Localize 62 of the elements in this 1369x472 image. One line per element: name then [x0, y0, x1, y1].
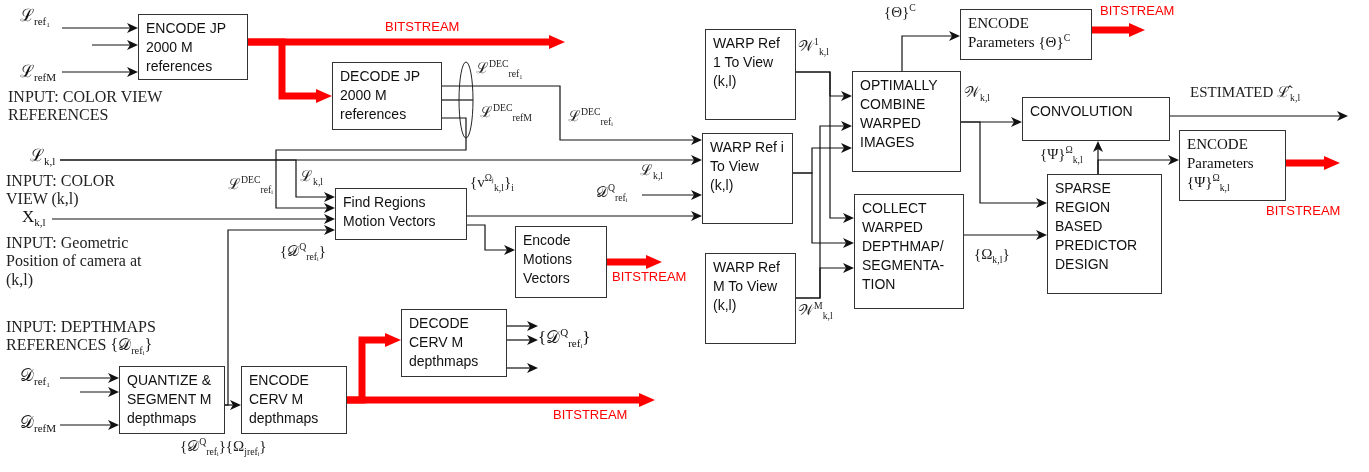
- edge-label: {Θ}$^{C}$: [884, 4, 916, 22]
- edge-label: 𝒲$_{k,l}$: [964, 84, 991, 102]
- process-box: ENCODE JP 2000 M references: [138, 14, 248, 80]
- process-box: WARP Ref M To View (k,l): [705, 253, 796, 344]
- arrow: [61, 67, 138, 77]
- process-box: DECODE JP 2000 M references: [332, 62, 442, 130]
- arrow: [1097, 155, 1179, 175]
- arrow: [91, 40, 138, 50]
- thick-arrow: [248, 38, 332, 103]
- edge-label: ℒ$_{k,l}$: [640, 162, 664, 180]
- arrow: [59, 159, 335, 202]
- arrow: [275, 117, 467, 213]
- arrow: [59, 373, 119, 383]
- arrow: [59, 420, 119, 430]
- process-box: ENCODE Parameters {Θ}$^{C}$: [960, 9, 1092, 60]
- edge-label: {Ω$_{k,l}$}: [974, 246, 1010, 264]
- arrow: [506, 321, 538, 331]
- process-box: CONVOLUTION: [1022, 97, 1170, 141]
- arrow: [466, 224, 515, 255]
- process-box: WARP Ref 1 To View (k,l): [705, 29, 796, 120]
- thick-arrow: [607, 255, 662, 269]
- process-box: SPARSE REGION BASED PREDICTOR DESIGN: [1047, 174, 1162, 294]
- arrow: [51, 214, 335, 224]
- arrow: [963, 230, 1047, 240]
- arrow: [61, 23, 138, 33]
- arrow: [960, 121, 1047, 208]
- input-symbol: ℒ$_{refM}$: [20, 62, 62, 84]
- edge-label: {𝒟$^{Q}$$_{refᵢ}$}: [280, 243, 326, 261]
- arrow: [224, 400, 241, 410]
- arrow: [792, 172, 854, 248]
- process-box: WARP Ref i To View (k,l): [702, 133, 793, 224]
- arrow: [1169, 111, 1348, 121]
- edge-label: {v$^{Ωⱼ}$$_{k,l}$}$_{i}$: [470, 174, 514, 192]
- process-box: Encode Motions Vectors: [515, 226, 607, 298]
- arrow: [506, 335, 538, 345]
- arrow: [466, 211, 702, 221]
- arrow: [441, 85, 702, 145]
- process-box: COLLECT WARPED DEPTHMAP/ SEGMENTA-TION: [854, 194, 964, 309]
- input-symbol: 𝒟$_{refM}$: [20, 413, 60, 439]
- edge-label: ESTIMATED ℒ̂$_{k,l}$: [1190, 84, 1301, 102]
- arrow: [901, 31, 960, 72]
- arrow: [79, 387, 119, 397]
- arrow: [795, 263, 854, 299]
- process-box: Find Regions Motion Vectors: [335, 188, 467, 240]
- process-box: DECODE CERV M depthmaps: [401, 309, 507, 377]
- arrow: [795, 71, 854, 223]
- input-symbol: ℒ$_{k,l}$: [30, 146, 60, 168]
- process-box: QUANTIZE & SEGMENT M depthmaps: [119, 366, 225, 434]
- input-symbol: X$_{k,l}$: [22, 207, 52, 231]
- input-symbol: 𝒟$_{ref₁}$: [20, 366, 60, 392]
- edge-label: ℒ$_{k,l}$: [300, 168, 324, 186]
- thick-arrow: [347, 333, 401, 404]
- input-symbol: {𝒟$^{Q}$$_{refᵢ}$}: [538, 320, 600, 374]
- thick-arrow: [1286, 156, 1340, 170]
- arrow: [506, 363, 538, 373]
- input-symbol: ℒ$_{ref₁}$: [20, 6, 62, 28]
- thick-arrow: [1092, 23, 1145, 37]
- process-box: OPTIMALLY COMBINE WARPED IMAGES: [852, 71, 961, 172]
- process-box: ENCODE CERV M depthmaps: [241, 366, 347, 434]
- arrow: [641, 190, 702, 200]
- text-label: {𝒟$^{Q}$$_{refᵢ}$}{Ω$_{jrefᵢ}$}: [180, 438, 267, 456]
- arrow: [224, 225, 335, 406]
